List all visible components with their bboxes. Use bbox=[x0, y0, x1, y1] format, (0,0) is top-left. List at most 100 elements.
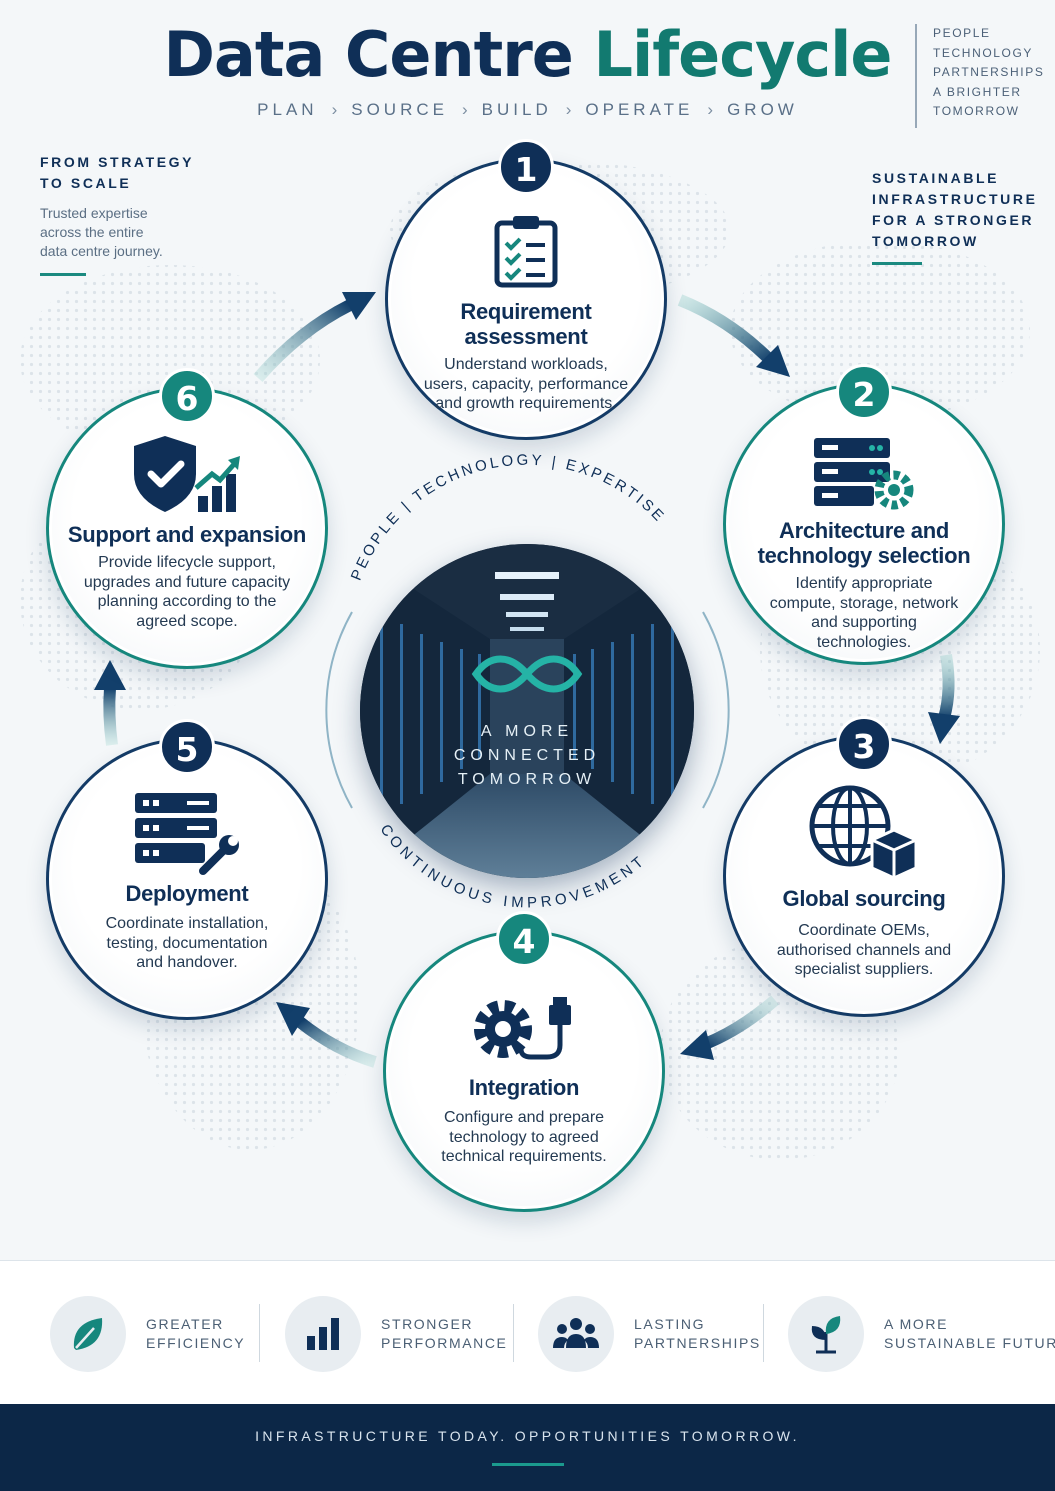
title-part-2: Lifecycle bbox=[593, 18, 892, 91]
stage-number-badge: 4 bbox=[496, 911, 552, 967]
stage-title: Requirement assessment bbox=[388, 299, 664, 349]
bar-chart-icon bbox=[285, 1296, 361, 1372]
stage-5-deployment: 5 Deployment Coordinate installation, te… bbox=[46, 719, 328, 1020]
chevron-right-icon: › bbox=[707, 100, 714, 119]
stage-title: Architecture and technology selection bbox=[726, 518, 1002, 568]
desc-line: technology to agreed bbox=[449, 1128, 599, 1146]
stage-6-support-expansion: 6 Support and expansion Provide lifecycl… bbox=[46, 368, 328, 669]
benefit-sustainable-future: A MORE SUSTAINABLE FUTURE bbox=[788, 1296, 1055, 1372]
desc-line: Provide lifecycle support, bbox=[98, 554, 276, 571]
kicker-line: FOR A STRONGER bbox=[872, 212, 1035, 228]
kicker-line: FROM STRATEGY bbox=[40, 154, 195, 170]
step-build: BUILD bbox=[481, 100, 552, 119]
left-note-kicker: FROM STRATEGY TO SCALE bbox=[40, 152, 220, 194]
stage-description: Understand workloads, users, capacity, p… bbox=[388, 355, 664, 414]
benefit-line: A MORE bbox=[884, 1316, 949, 1332]
desc-line: authorised channels and bbox=[776, 941, 952, 959]
divider bbox=[259, 1304, 260, 1362]
title-line: Requirement bbox=[460, 299, 592, 324]
benefit-line: LASTING bbox=[634, 1316, 706, 1332]
desc-line: users, capacity, performance bbox=[423, 375, 629, 393]
footer-bar bbox=[0, 1404, 1055, 1491]
stage-title: Global sourcing bbox=[782, 886, 946, 911]
stage-2-architecture-selection: 2 Architecture and technology selection … bbox=[723, 364, 1005, 665]
desc-line: planning according to the bbox=[97, 593, 277, 610]
stage-number-badge: 2 bbox=[836, 364, 892, 420]
benefit-line: GREATER bbox=[146, 1316, 224, 1332]
server-gear-icon bbox=[814, 438, 914, 510]
chevron-right-icon: › bbox=[331, 100, 338, 119]
title-line: Architecture and bbox=[778, 518, 950, 543]
divider bbox=[513, 1304, 514, 1362]
benefit-greater-efficiency: GREATER EFFICIENCY bbox=[50, 1296, 250, 1372]
stage-description: Configure and prepare technology to agre… bbox=[386, 1108, 662, 1167]
step-plan: PLAN bbox=[257, 100, 318, 119]
note-line: data centre journey. bbox=[40, 243, 163, 259]
desc-line: technical requirements. bbox=[441, 1148, 607, 1165]
page-title: Data Centre Lifecycle bbox=[0, 18, 1055, 91]
desc-line: testing, documentation bbox=[106, 934, 268, 952]
step-operate: OPERATE bbox=[585, 100, 694, 119]
divider bbox=[763, 1304, 764, 1362]
value-line: A BRIGHTER bbox=[933, 84, 1022, 99]
desc-line: Coordinate OEMs, bbox=[798, 922, 930, 939]
leaf-icon bbox=[50, 1296, 126, 1372]
stage-number-badge: 6 bbox=[159, 368, 215, 424]
datacentre-aisle-image bbox=[360, 544, 694, 878]
clipboard-checklist-icon bbox=[494, 216, 558, 288]
value-line: TOMORROW bbox=[933, 104, 1020, 118]
desc-line: upgrades and future capacity bbox=[83, 573, 291, 591]
lifecycle-steps: PLAN›SOURCE›BUILD›OPERATE›GROW bbox=[0, 100, 1055, 120]
benefit-line: PARTNERSHIPS bbox=[634, 1335, 761, 1351]
accent-line bbox=[40, 273, 86, 276]
kicker-line: TO SCALE bbox=[40, 175, 132, 191]
chevron-right-icon: › bbox=[565, 100, 572, 119]
center-caption: A MORE CONNECTED TOMORROW bbox=[360, 720, 694, 792]
footer-tagline: INFRASTRUCTURE TODAY. OPPORTUNITIES TOMO… bbox=[255, 1428, 800, 1444]
left-note: FROM STRATEGY TO SCALE Trusted expertise… bbox=[40, 152, 220, 276]
title-line: assessment bbox=[464, 324, 588, 349]
step-source: SOURCE bbox=[351, 100, 448, 119]
stage-title: Integration bbox=[468, 1075, 580, 1100]
left-note-text: Trusted expertise across the entire data… bbox=[40, 204, 220, 261]
center-line: CONNECTED bbox=[453, 747, 601, 764]
stage-1-requirement-assessment: 1 Requirement assessment Understand work… bbox=[385, 139, 667, 440]
note-line: Trusted expertise bbox=[40, 205, 148, 221]
step-grow: GROW bbox=[727, 100, 798, 119]
desc-line: Understand workloads, bbox=[444, 356, 608, 373]
stage-3-global-sourcing: 3 Global sourcing Coordinate OEMs, autho… bbox=[723, 716, 1005, 1017]
people-group-icon bbox=[538, 1296, 614, 1372]
desc-line: agreed scope. bbox=[136, 612, 238, 630]
kicker-line: TOMORROW bbox=[872, 233, 979, 249]
stage-4-integration: 4 Integration Configure and prepare tech… bbox=[383, 911, 665, 1212]
value-line: PEOPLE bbox=[933, 26, 991, 40]
desc-line: specialist suppliers. bbox=[794, 961, 934, 978]
desc-line: and handover. bbox=[136, 954, 238, 971]
center-line: TOMORROW bbox=[457, 771, 597, 788]
benefit-line: STRONGER bbox=[381, 1316, 474, 1332]
desc-line: and growth requirements. bbox=[435, 395, 617, 412]
stage-title: Deployment bbox=[125, 881, 249, 906]
desc-line: technologies. bbox=[816, 633, 912, 651]
benefit-line: EFFICIENCY bbox=[146, 1335, 246, 1351]
globe-box-icon bbox=[809, 785, 918, 878]
benefit-label: GREATER EFFICIENCY bbox=[146, 1315, 245, 1353]
benefit-stronger-performance: STRONGER PERFORMANCE bbox=[285, 1296, 508, 1372]
gear-cable-icon bbox=[474, 997, 571, 1060]
stage-description: Coordinate installation, testing, docume… bbox=[49, 914, 325, 973]
note-line: across the entire bbox=[40, 224, 144, 240]
benefits-band bbox=[0, 1260, 1055, 1405]
server-wrench-icon bbox=[135, 793, 239, 875]
stage-title: Support and expansion bbox=[67, 522, 307, 547]
title-line: technology selection bbox=[757, 543, 971, 568]
benefit-label: STRONGER PERFORMANCE bbox=[381, 1315, 508, 1353]
stage-description: Identify appropriate compute, storage, n… bbox=[726, 574, 1002, 652]
right-note: SUSTAINABLE INFRASTRUCTURE FOR A STRONGE… bbox=[872, 168, 1047, 265]
footer-accent-line bbox=[492, 1463, 564, 1466]
shield-growth-icon bbox=[134, 436, 240, 512]
kicker-line: SUSTAINABLE bbox=[872, 170, 1000, 186]
accent-line bbox=[872, 262, 922, 265]
stage-number-badge: 1 bbox=[498, 139, 554, 195]
benefit-line: PERFORMANCE bbox=[381, 1335, 508, 1351]
stage-number-badge: 3 bbox=[836, 716, 892, 772]
